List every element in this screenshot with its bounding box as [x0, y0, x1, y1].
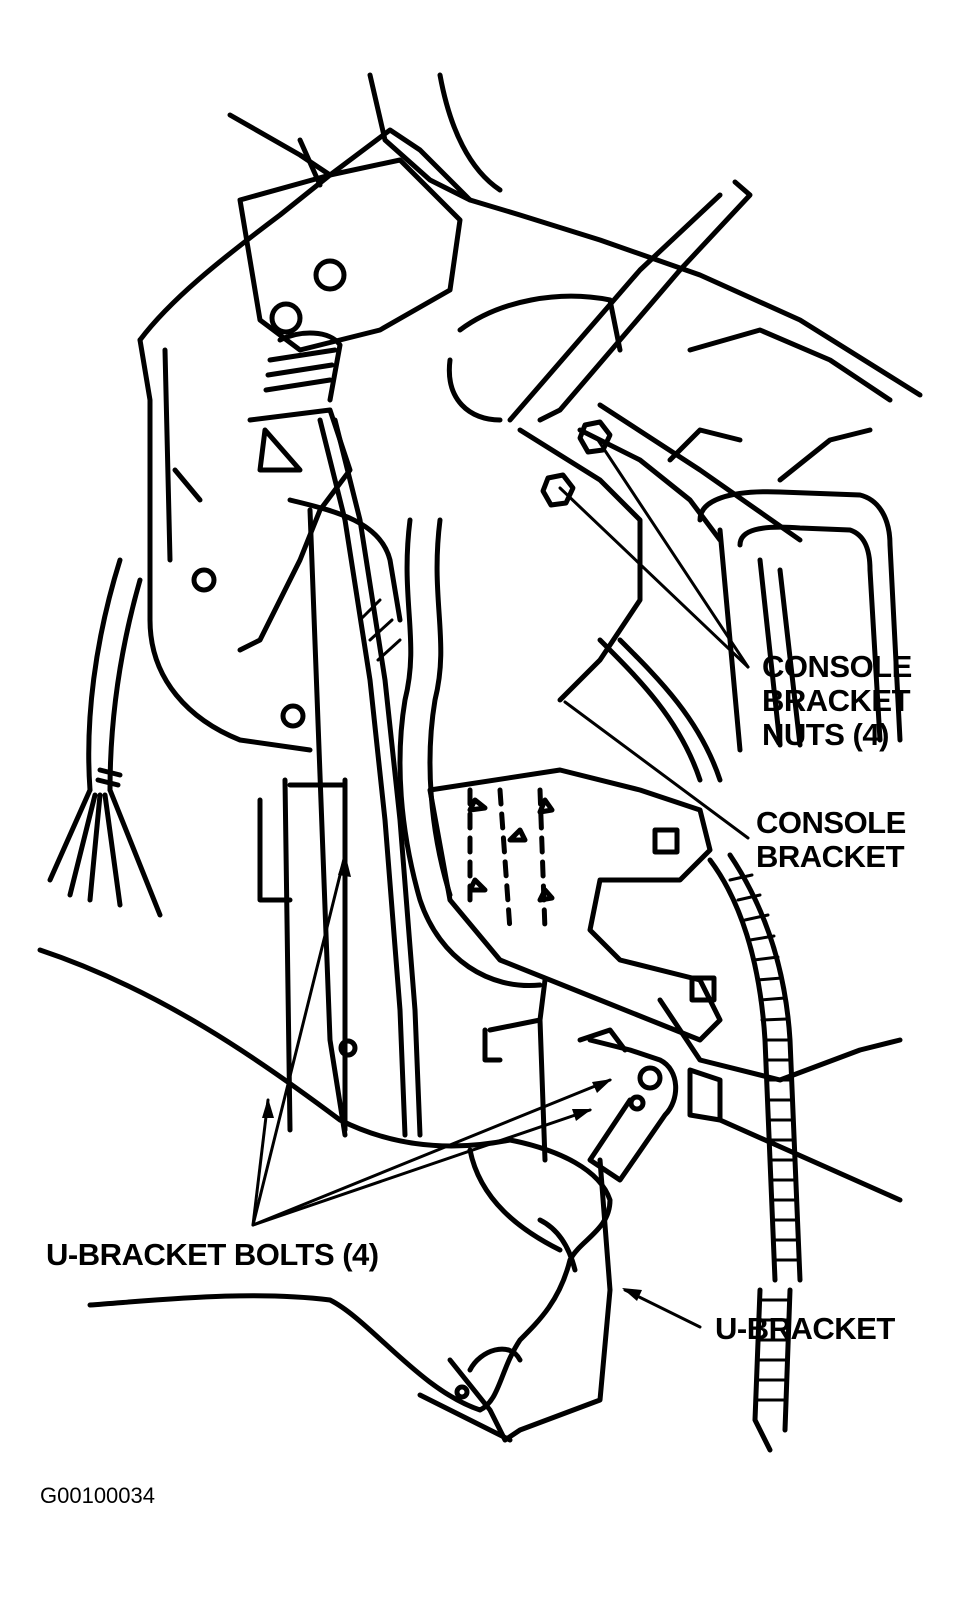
ratchet-wrench: [577, 1027, 679, 1183]
leader-bolt-4: [251, 1078, 612, 1227]
steering-column-rods: [307, 417, 423, 1138]
console-bracket-arms: [507, 179, 893, 703]
console-bracket-label: CONSOLE BRACKET: [756, 806, 906, 874]
leader-console-bracket: [563, 700, 750, 840]
leader-arrowheads: [262, 853, 642, 1301]
leader-bolt-2: [251, 853, 347, 1227]
leader-bolt-1: [251, 1098, 270, 1227]
console-bracket-body: [427, 767, 723, 1043]
leader-nut-1: [558, 486, 750, 669]
loom-ribs: [358, 598, 802, 1402]
technician-hand: [37, 947, 613, 1413]
center-post: [257, 777, 358, 1133]
leader-nut-2: [596, 438, 750, 669]
left-wiring-harness: [47, 330, 343, 918]
u-bracket-label: U-BRACKET: [715, 1311, 895, 1346]
label-line: BRACKET: [756, 839, 905, 874]
console-bracket-nuts-label: CONSOLE BRACKET NUTS (4): [762, 650, 912, 752]
right-panel: [657, 997, 903, 1203]
left-mounting-plate: [191, 157, 463, 729]
hvac-duct: [667, 427, 903, 753]
u-bracket-part: [417, 977, 613, 1443]
figure-code: G00100034: [40, 1483, 155, 1508]
leader-lines: [251, 438, 750, 1329]
u-bracket-bolts-label: U-BRACKET BOLTS (4): [46, 1237, 379, 1272]
console-support-strap: [397, 293, 623, 989]
label-line: NUTS (4): [762, 717, 889, 752]
label-line: CONSOLE: [762, 649, 912, 684]
leader-bolt-3: [251, 1108, 592, 1227]
label-line: CONSOLE: [756, 805, 906, 840]
upper-dash-frame: [137, 72, 923, 753]
label-line: BRACKET: [762, 683, 911, 718]
